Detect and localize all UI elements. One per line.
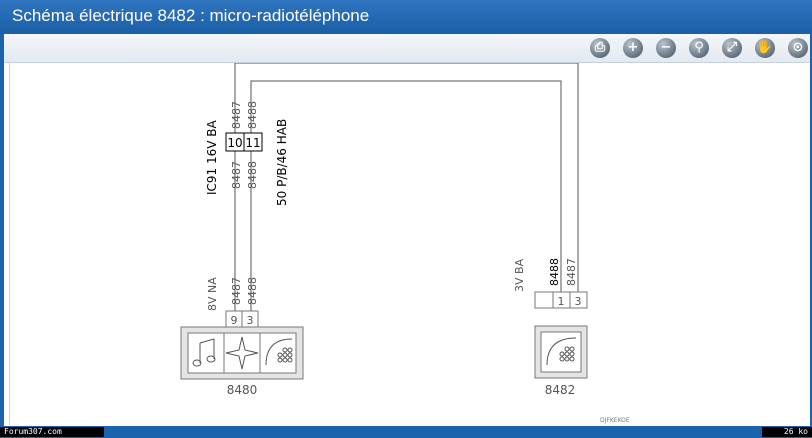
wire-label: 8488 xyxy=(246,161,259,189)
file-size: 26 ko xyxy=(762,427,812,437)
music-note-icon xyxy=(192,338,216,367)
pin-label: 3 xyxy=(247,314,254,327)
connector-label: IC91 16V BA xyxy=(205,119,219,195)
component-id: 8480 xyxy=(227,383,258,397)
component-8480: 8480 xyxy=(180,326,304,397)
site-name: Forum307.com xyxy=(0,427,104,437)
compass-icon xyxy=(225,336,259,370)
wire-label: 8487 xyxy=(565,258,578,286)
left-connector: 8V NA 8487 8488 9 3 xyxy=(206,277,259,328)
pin-box-empty xyxy=(534,291,554,309)
title-bar: Schéma électrique 8482 : micro-radiotélé… xyxy=(0,0,812,34)
music-cell xyxy=(187,332,225,374)
pin-label: 3 xyxy=(575,295,582,308)
wire-label: 8488 xyxy=(246,101,259,129)
pin-box-3 xyxy=(569,291,588,309)
print-icon[interactable]: ⎙ xyxy=(590,38,610,58)
pin-box-11 xyxy=(243,132,263,152)
wire-label: 8487 xyxy=(230,277,243,305)
diagram-canvas[interactable]: 10 11 IC91 16V BA 50 P/B/46 HAB 8487 848… xyxy=(9,62,808,425)
wire-label: 8488 xyxy=(548,258,561,286)
fit-icon[interactable]: ⤢ xyxy=(722,38,742,58)
magnifier-icon[interactable]: ⚲ xyxy=(689,38,709,58)
component-id: 8482 xyxy=(545,383,576,397)
zoom-in-icon[interactable]: + xyxy=(623,38,643,58)
footer-bar: Forum307.com 26 ko xyxy=(0,426,812,438)
component-8482: 8482 xyxy=(534,325,588,397)
right-connector: 3V BA 8488 8487 1 3 xyxy=(513,258,588,309)
wire-8487 xyxy=(234,62,579,311)
window-title: Schéma électrique 8482 : micro-radiotélé… xyxy=(12,6,370,25)
wiring-diagram: 10 11 IC91 16V BA 50 P/B/46 HAB 8487 848… xyxy=(180,62,630,424)
pin-label: 11 xyxy=(245,136,260,150)
pin-label: 10 xyxy=(227,136,242,150)
top-connector: 10 11 IC91 16V BA 50 P/B/46 HAB 8487 848… xyxy=(205,101,289,206)
pin-label: 9 xyxy=(231,314,238,327)
connector-label: 8V NA xyxy=(206,277,219,311)
wires xyxy=(234,62,579,311)
wire-8488 xyxy=(250,80,562,311)
phone-icon xyxy=(546,337,577,366)
pin-label: 1 xyxy=(558,295,565,308)
wire-label: 8487 xyxy=(230,161,243,189)
zoom-out-icon[interactable]: − xyxy=(656,38,676,58)
watermark: DJFKEKOE xyxy=(600,417,630,424)
wire-label: 8487 xyxy=(230,101,243,129)
wire-label: 8488 xyxy=(246,277,259,305)
hand-icon[interactable]: ✋ xyxy=(755,38,775,58)
binoculars-icon[interactable]: ⊙ xyxy=(788,38,808,58)
diagram-toolbar: ⎙ + − ⚲ ⤢ ✋ ⊙ xyxy=(4,34,810,63)
connector-label: 50 P/B/46 HAB xyxy=(275,119,289,206)
connector-label: 3V BA xyxy=(513,258,526,292)
phone-icon xyxy=(265,338,293,366)
